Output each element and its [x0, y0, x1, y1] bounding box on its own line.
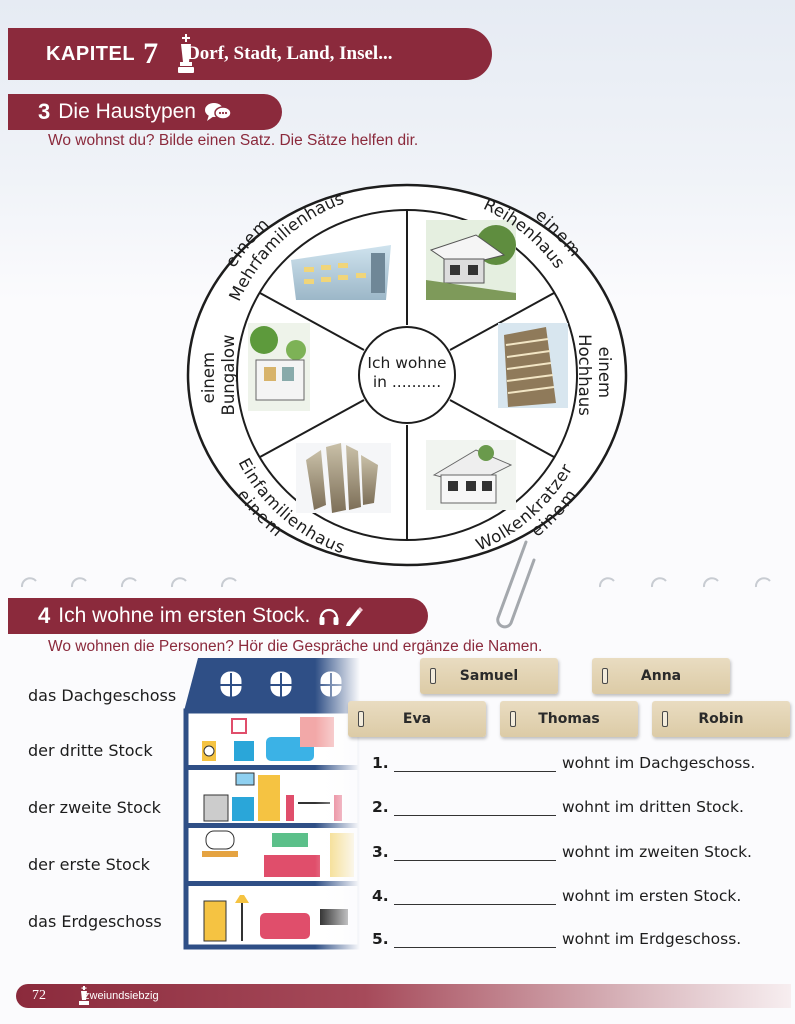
- chess-king-icon: [178, 34, 194, 73]
- section-4-header: 4 Ich wohne im ersten Stock.: [8, 598, 428, 634]
- name-card-thomas[interactable]: Thomas: [500, 701, 638, 737]
- page-number: 72: [32, 988, 46, 1003]
- sentence-text: wohnt im dritten Stock.: [562, 798, 744, 816]
- hole-punch-icon: [510, 711, 516, 727]
- name-card-robin[interactable]: Robin: [652, 701, 790, 737]
- hole-punch-icon: [662, 711, 668, 727]
- chapter-title: Dorf, Stadt, Land, Insel...: [186, 43, 393, 64]
- paperclip-icon: [496, 540, 536, 629]
- wheel-label-hochhaus: einem Hochhaus: [575, 334, 614, 416]
- section-title: Ich wohne im ersten Stock.: [58, 604, 311, 627]
- hole-punch-icon: [358, 711, 364, 727]
- headphones-icon: [319, 608, 339, 625]
- sentence-number: 5.: [372, 930, 389, 948]
- wheel-center: [358, 326, 456, 424]
- answer-blank[interactable]: [394, 843, 556, 861]
- name-card-samuel[interactable]: Samuel: [420, 658, 558, 694]
- center-line-1: Ich wohne: [367, 353, 447, 372]
- house-cross-section: [180, 655, 360, 950]
- name-label: Robin: [698, 711, 744, 727]
- section-4-instruction: Wo wohnen die Personen? Hör die Gespräch…: [48, 638, 543, 655]
- sentence-number: 2.: [372, 798, 389, 816]
- sentence-3: 3. wohnt im zweiten Stock.: [372, 843, 752, 861]
- section-title: Die Haustypen: [58, 100, 196, 123]
- wheel-spokes: [259, 210, 555, 540]
- page-number-word: zweiundsiebzig: [84, 990, 159, 1002]
- speech-bubbles-icon: [205, 103, 232, 121]
- center-line-2: in ..........: [372, 373, 442, 391]
- chapter-label: KAPITEL: [46, 42, 136, 65]
- answer-blank[interactable]: [394, 930, 556, 948]
- sentence-number: 3.: [372, 843, 389, 861]
- sentence-text: wohnt im zweiten Stock.: [562, 843, 752, 861]
- answer-blank[interactable]: [394, 798, 556, 816]
- floor-label-dachgeschoss: das Dachgeschoss: [28, 686, 177, 705]
- einfamilienhaus-image: [426, 440, 516, 510]
- floor-label-erster-stock: der erste Stock: [28, 855, 150, 874]
- wolkenkratzer-image: [296, 443, 391, 513]
- name-label: Samuel: [459, 668, 519, 684]
- name-card-eva[interactable]: Eva: [348, 701, 486, 737]
- wheel-type-bungalow: Bungalow: [219, 335, 238, 416]
- hole-punch-icon: [602, 668, 608, 684]
- answer-blank[interactable]: [394, 887, 556, 905]
- floor-label-zweiter-stock: der zweite Stock: [28, 798, 161, 817]
- wheel-label-bungalow: einem Bungalow: [199, 335, 238, 416]
- floor-label-erdgeschoss: das Erdgeschoss: [28, 912, 162, 931]
- sentence-number: 4.: [372, 887, 389, 905]
- chapter-number: 7: [143, 37, 159, 70]
- name-card-anna[interactable]: Anna: [592, 658, 730, 694]
- sentence-4: 4. wohnt im ersten Stock.: [372, 887, 741, 905]
- name-label: Eva: [402, 711, 432, 727]
- floor-label-dritter-stock: der dritte Stock: [28, 741, 153, 760]
- section-number: 4: [38, 603, 51, 628]
- house-type-wheel: einem Mehrfamilienhaus einem Reihenhaus …: [186, 183, 628, 567]
- section-3-instruction: Wo wohnst du? Bilde einen Satz. Die Sätz…: [48, 132, 419, 149]
- name-label: Thomas: [538, 711, 600, 727]
- sentence-1: 1. wohnt im Dachgeschoss.: [372, 754, 755, 772]
- section-3-header: 3 Die Haustypen: [8, 94, 282, 130]
- mehrfamilienhaus-image: [291, 245, 391, 300]
- binding-rings: [20, 577, 771, 588]
- wheel-center-text: Ich wohne in ..........: [360, 326, 454, 420]
- bungalow-image: [248, 323, 310, 411]
- sentence-text: wohnt im ersten Stock.: [562, 887, 742, 905]
- answer-blank[interactable]: [394, 754, 556, 772]
- wheel-type-hochhaus: Hochhaus: [575, 334, 594, 416]
- sentence-2: 2. wohnt im dritten Stock.: [372, 798, 744, 816]
- sentence-5: 5. wohnt im Erdgeschoss.: [372, 930, 741, 948]
- hole-punch-icon: [430, 668, 436, 684]
- chess-king-icon: [79, 986, 89, 1005]
- pencil-icon: [346, 607, 364, 626]
- chapter-banner: KAPITEL 7 Dorf, Stadt, Land, Insel...: [8, 28, 492, 80]
- name-label: Anna: [640, 668, 682, 684]
- sentence-text: wohnt im Erdgeschoss.: [562, 930, 742, 948]
- page-footer: 72 zweiundsiebzig: [16, 984, 791, 1008]
- sentence-text: wohnt im Dachgeschoss.: [562, 754, 756, 772]
- reihenhaus-image: [426, 220, 516, 300]
- sentence-number: 1.: [372, 754, 389, 772]
- hochhaus-image: [498, 323, 568, 408]
- section-number: 3: [38, 99, 51, 124]
